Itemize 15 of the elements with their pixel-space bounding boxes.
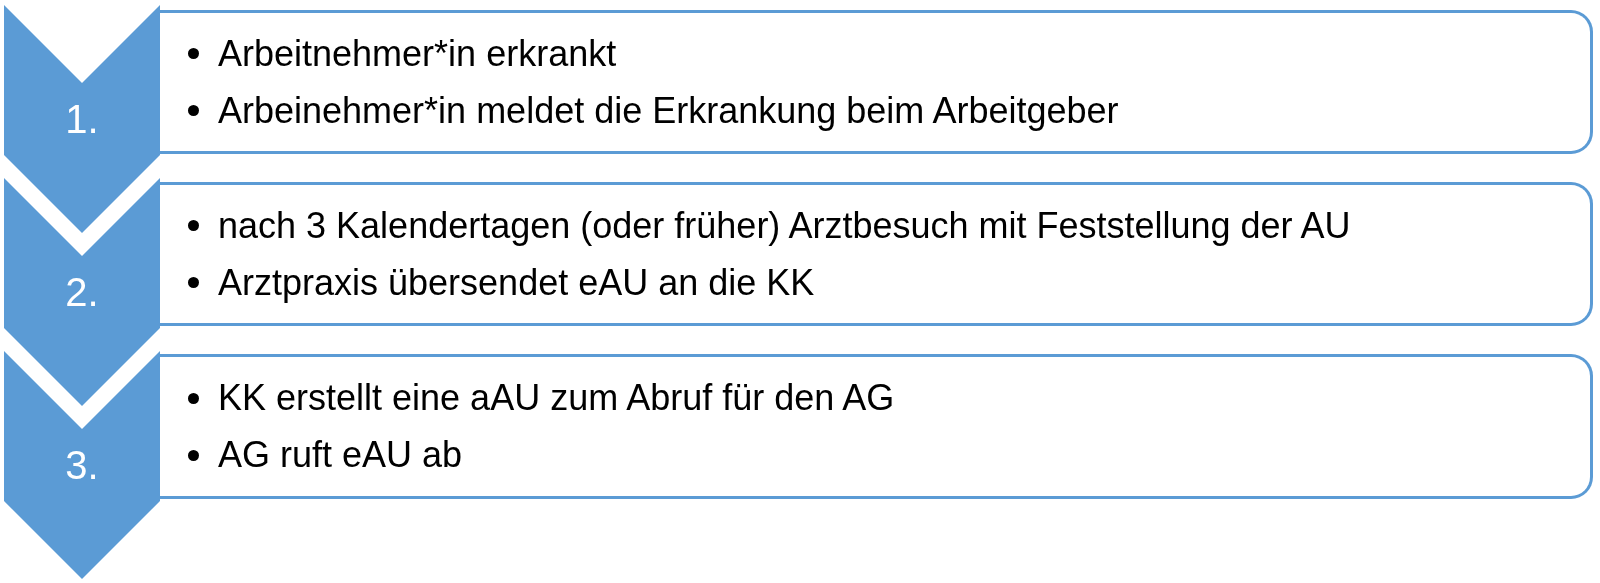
step-banner [4,5,160,233]
step-number: 2. [64,269,100,315]
step-number: 3. [64,442,100,488]
step-banner [4,178,160,406]
step-box [160,354,1593,499]
bullet-text: Arbeitnehmer*in erkrankt [218,31,617,76]
bullet-text: AG ruft eAU ab [218,433,463,477]
bullet-text: nach 3 Kalendertagen (oder früher) Arztbesuch mit Feststellung der AU [218,203,1351,248]
bullet-text: KK erstellt eine aAU zum Abruf für den AG [218,376,895,420]
step-box [160,10,1593,154]
bullet-text: Arbeinehmer*in meldet die Erkrankung beim Arbeitgeber [218,88,1119,133]
step-number: 1. [64,96,100,142]
step-box [160,182,1593,326]
bullet-text: Arztpraxis übersendet eAU an die KK [218,260,815,305]
step-banner [4,351,160,579]
